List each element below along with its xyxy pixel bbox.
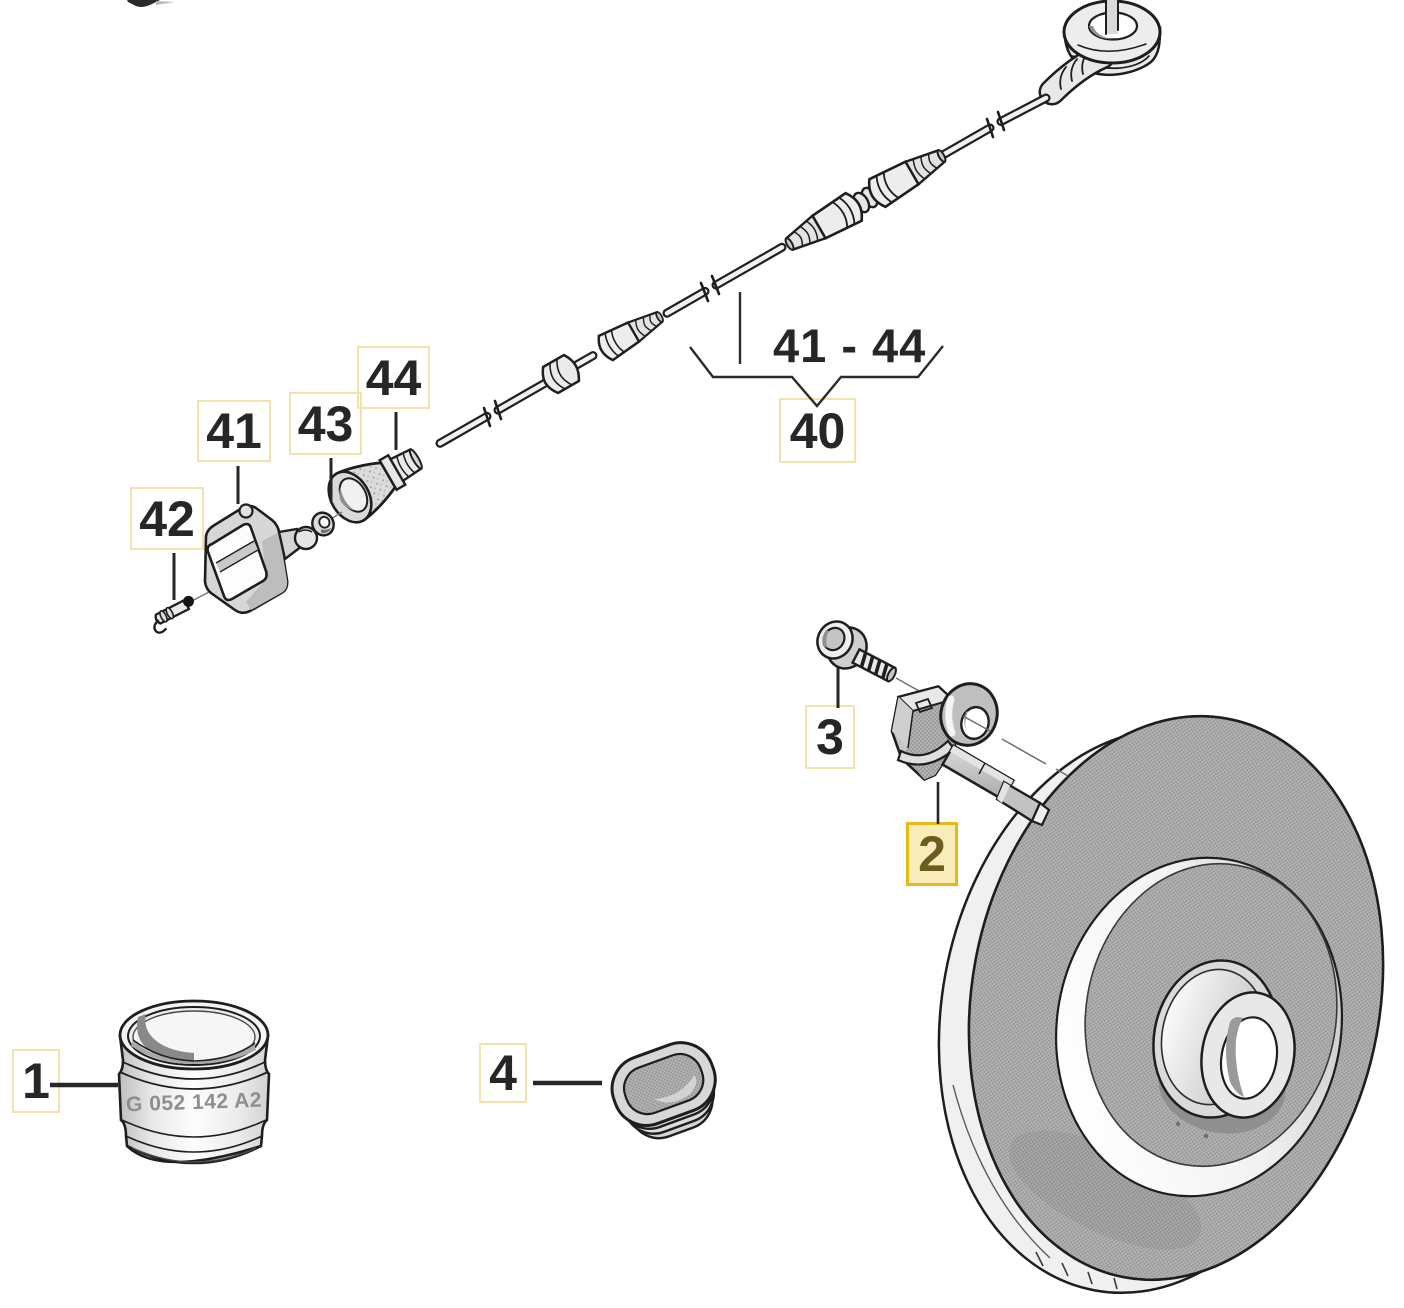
- axis-line-dashes: [1001, 738, 1069, 777]
- callout-range-41-44: 41 - 44: [773, 319, 927, 372]
- callout-box-44[interactable]: 44: [357, 346, 430, 409]
- brake-disc: [937, 714, 1385, 1295]
- disc-back-rim: [937, 727, 1355, 1295]
- callout-box-3[interactable]: 3: [805, 705, 855, 769]
- callout-box-43[interactable]: 43: [289, 392, 362, 455]
- ring-43: [311, 511, 335, 537]
- callout-box-42[interactable]: 42: [130, 487, 204, 550]
- disc-hub-face: [1084, 862, 1338, 1168]
- callout-box-40[interactable]: 40: [779, 398, 856, 463]
- speedometer-cable: [327, 0, 1162, 524]
- disc-hub-ring: [1152, 959, 1280, 1119]
- speed-sensor-2: [890, 682, 1051, 827]
- axis-line-bolt: [895, 677, 943, 705]
- callout-box-2-selected[interactable]: 2: [906, 822, 958, 886]
- axis-line-42: [187, 580, 231, 604]
- callout-box-41[interactable]: 41: [197, 400, 271, 462]
- disc-bearing-collar: [1200, 991, 1296, 1119]
- callout-box-4[interactable]: 4: [479, 1043, 527, 1103]
- callout-label-40: 40: [789, 402, 846, 459]
- grommet-4: [610, 1041, 717, 1140]
- cable-ferrule-upper: [860, 148, 947, 209]
- axis-line-43: [305, 511, 343, 536]
- disc-friction-face: [967, 714, 1385, 1282]
- cable-runs: [435, 93, 1051, 448]
- lubricant-can-1: [117, 999, 271, 1165]
- disc-center-bore: [1219, 1016, 1279, 1100]
- retaining-clip-42: [153, 595, 194, 634]
- callout-label-43: 43: [297, 395, 354, 452]
- cable-bead: [541, 353, 581, 395]
- cable-grommet-head: [1038, 0, 1162, 106]
- callout-label-41: 41: [206, 403, 262, 459]
- part-marking-text: G 052 142 A2: [126, 1089, 263, 1117]
- callout-label-4: 4: [489, 1045, 517, 1101]
- cable-ferrule-middle: [784, 191, 871, 252]
- drive-housing-41: [203, 503, 319, 615]
- disc-hat-wall: [1054, 856, 1344, 1198]
- callout-label-44: 44: [365, 349, 422, 406]
- callout-label-2: 2: [918, 826, 946, 882]
- callout-label-1: 1: [22, 1053, 50, 1109]
- cable-break-marks: [482, 110, 1006, 428]
- cutoff-fragment: [127, 0, 174, 7]
- callout-label-3: 3: [816, 709, 844, 765]
- bolt-3: [816, 620, 897, 683]
- callout-label-42: 42: [139, 490, 195, 547]
- callout-box-1[interactable]: 1: [12, 1049, 60, 1113]
- cable-sleeve: [597, 310, 664, 362]
